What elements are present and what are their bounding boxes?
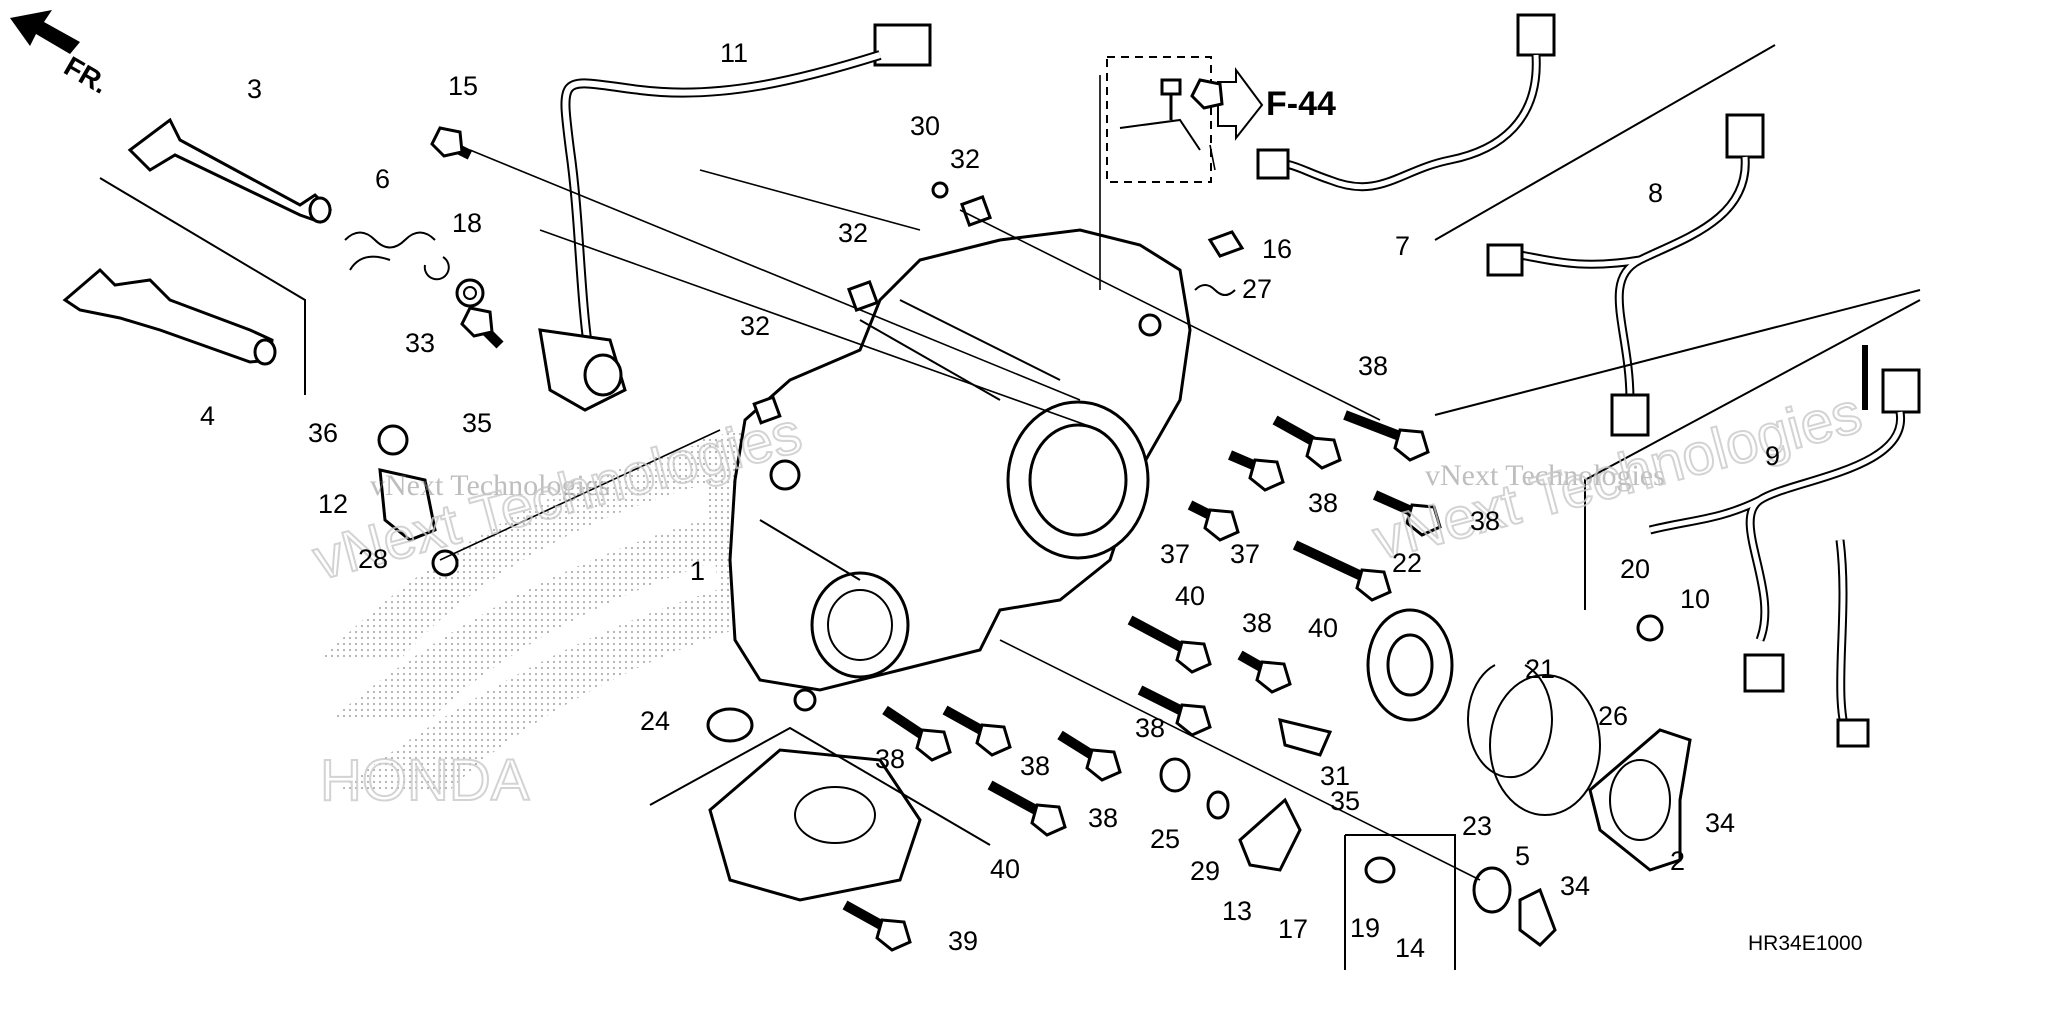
callout-39: 39 xyxy=(948,926,978,956)
group-line-left xyxy=(99,177,306,395)
callout-38g: 38 xyxy=(1020,751,1050,781)
callout-2: 2 xyxy=(1670,846,1685,876)
callout-26: 26 xyxy=(1598,701,1628,731)
callout-5: 5 xyxy=(1515,841,1530,871)
callout-38e: 38 xyxy=(1135,713,1165,743)
callout-17: 17 xyxy=(1278,914,1308,944)
return-spring xyxy=(344,231,436,271)
callout-15: 15 xyxy=(448,71,478,101)
callout-18: 18 xyxy=(452,208,482,238)
callouts: 1 2 3 4 5 6 7 8 9 10 11 12 13 14 15 16 1… xyxy=(200,38,1780,963)
callout-29: 29 xyxy=(1190,856,1220,886)
callout-37a: 37 xyxy=(1160,539,1190,569)
callout-33: 33 xyxy=(405,328,435,358)
callout-38f: 38 xyxy=(875,744,905,774)
callout-40a: 40 xyxy=(1175,581,1205,611)
rear-crankcase-cover xyxy=(728,228,1192,712)
callout-11: 11 xyxy=(720,38,748,68)
callout-40c: 40 xyxy=(990,854,1020,884)
o-ring xyxy=(1489,674,1601,816)
callout-6: 6 xyxy=(375,164,390,194)
bolts xyxy=(430,78,1442,952)
front-label: FR. xyxy=(59,50,114,99)
callout-27: 27 xyxy=(1242,274,1272,304)
callout-28: 28 xyxy=(358,544,388,574)
callout-35b: 35 xyxy=(1330,786,1360,816)
circlip xyxy=(1467,664,1553,779)
callout-38c: 38 xyxy=(1470,506,1500,536)
bracket xyxy=(1518,887,1557,947)
callout-38h: 38 xyxy=(1088,803,1118,833)
small-parts xyxy=(377,181,1664,884)
shift-shaft xyxy=(127,117,333,224)
callout-21: 21 xyxy=(1525,654,1555,684)
callout-12: 12 xyxy=(318,489,348,519)
callout-10: 10 xyxy=(1680,584,1710,614)
watermark-text-left: vNext Technologies xyxy=(370,469,610,502)
honda-text-watermark: HONDA xyxy=(320,748,530,813)
assembly-lines xyxy=(439,75,1481,881)
callout-34b: 34 xyxy=(1560,871,1590,901)
callout-31: 31 xyxy=(1320,761,1350,791)
callout-24: 24 xyxy=(640,706,670,736)
callout-19: 19 xyxy=(1350,913,1380,943)
callout-36: 36 xyxy=(308,418,338,448)
group-line-harness-7 xyxy=(1434,44,1776,241)
callout-1: 1 xyxy=(690,556,705,586)
callout-34a: 34 xyxy=(1705,808,1735,838)
callout-20: 20 xyxy=(1620,554,1650,584)
callout-25: 25 xyxy=(1150,824,1180,854)
callout-4: 4 xyxy=(200,401,215,431)
sensor-harness xyxy=(538,23,932,412)
callout-8: 8 xyxy=(1648,178,1663,208)
harness-9 xyxy=(1648,345,1921,748)
callout-38d: 38 xyxy=(1242,608,1272,638)
callout-3: 3 xyxy=(247,74,262,104)
harness-8 xyxy=(1486,113,1765,437)
callout-30: 30 xyxy=(910,111,940,141)
group-line-harness-9 xyxy=(1584,299,1921,610)
gearshift-spindle xyxy=(62,267,277,366)
callout-32c: 32 xyxy=(740,311,770,341)
diagram-code: HR34E1000 xyxy=(1748,932,1862,955)
callout-23: 23 xyxy=(1462,811,1492,841)
lower-housing xyxy=(649,726,991,902)
watermark-text-right: vNext Technologies xyxy=(1425,459,1665,492)
callout-22: 22 xyxy=(1392,548,1422,578)
group-line-harness-8 xyxy=(1434,289,1921,416)
gasket xyxy=(1588,728,1692,872)
callout-13: 13 xyxy=(1222,896,1252,926)
callout-35a: 35 xyxy=(462,408,492,438)
reference-label: F-44 xyxy=(1266,85,1336,123)
callout-40b: 40 xyxy=(1308,613,1338,643)
callout-37b: 37 xyxy=(1230,539,1260,569)
callout-9: 9 xyxy=(1765,441,1780,471)
harness-7 xyxy=(1256,13,1556,192)
oil-seal xyxy=(1472,866,1512,914)
callout-7: 7 xyxy=(1395,231,1410,261)
callout-38b: 38 xyxy=(1308,488,1338,518)
callout-16: 16 xyxy=(1262,234,1292,264)
bearing xyxy=(1366,608,1454,722)
front-direction-arrow: FR. xyxy=(10,10,114,100)
callout-32a: 32 xyxy=(950,144,980,174)
group-line-bottom xyxy=(1345,834,1456,970)
callout-14: 14 xyxy=(1395,933,1425,963)
callout-32b: 32 xyxy=(838,218,868,248)
callout-38a: 38 xyxy=(1358,351,1388,381)
reference-box: F-44 xyxy=(1106,56,1336,183)
